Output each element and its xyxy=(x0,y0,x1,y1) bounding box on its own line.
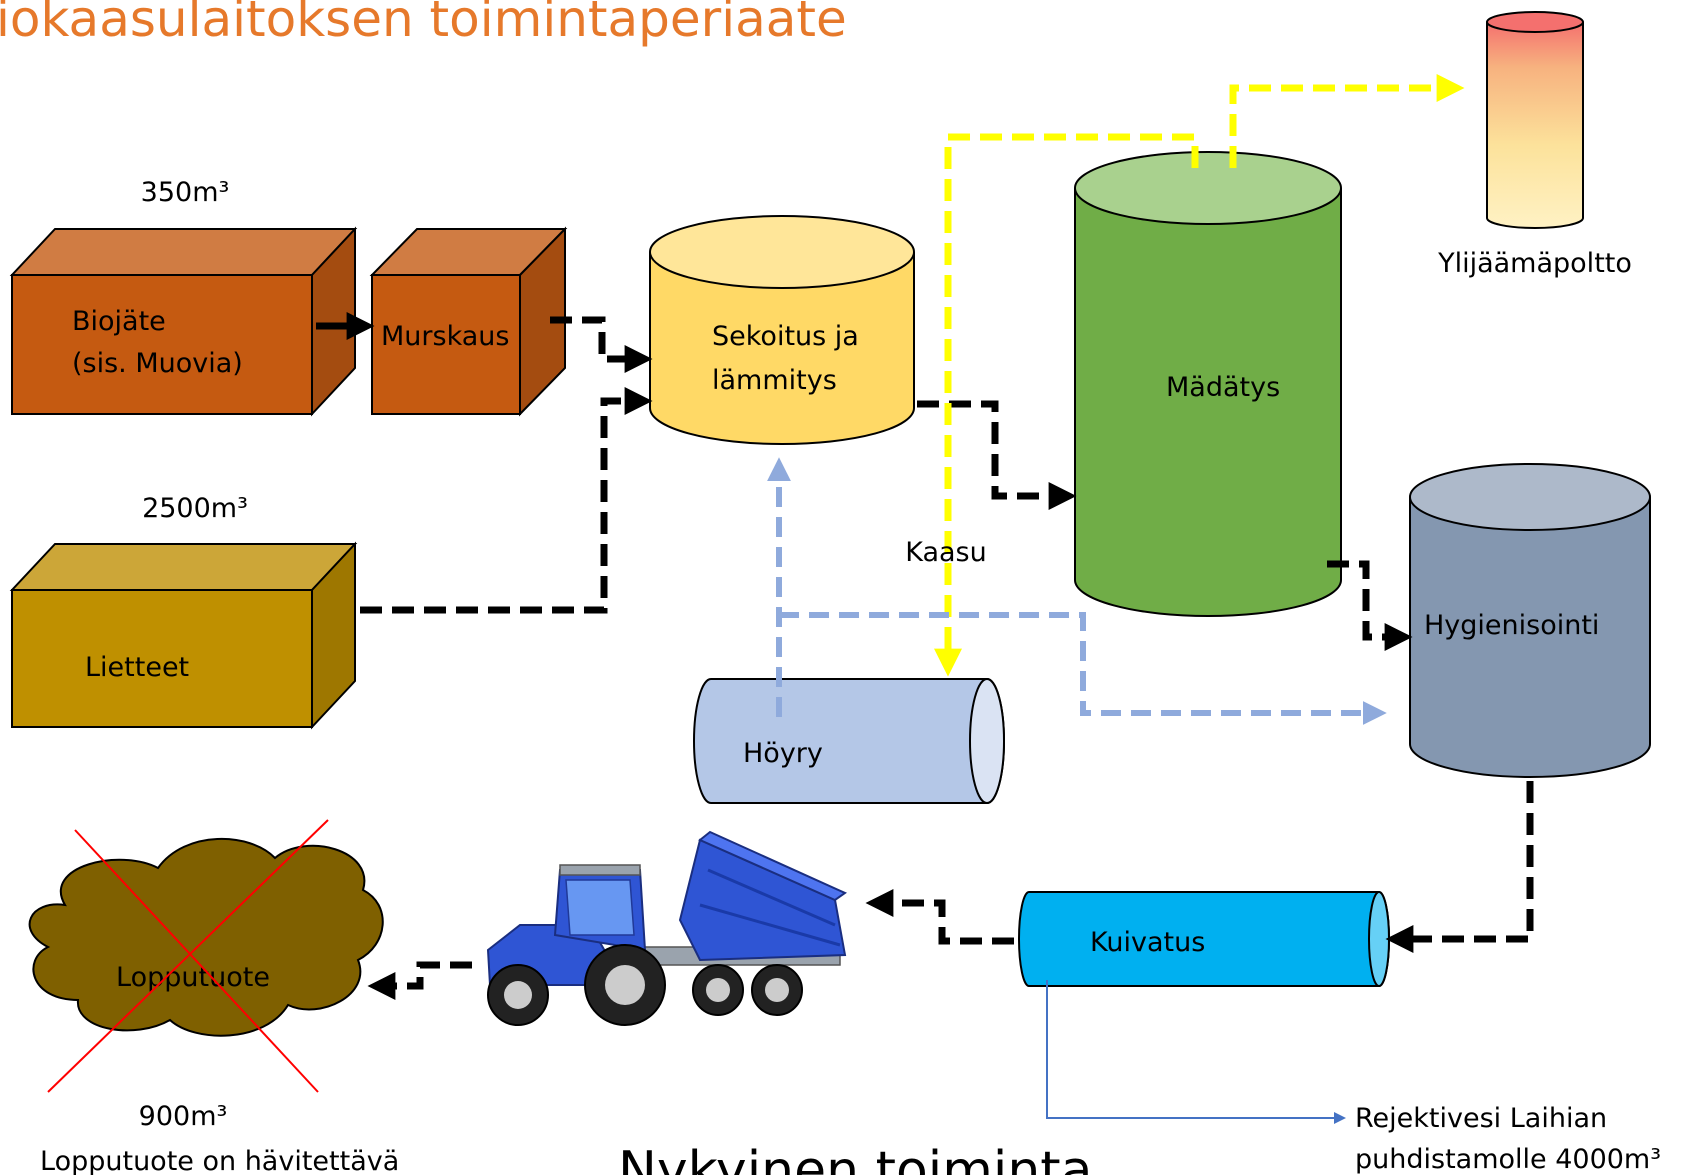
flow-tractor-lopputuote xyxy=(367,961,472,1000)
reject-water-line xyxy=(1046,980,1346,1124)
tractor-icon xyxy=(486,830,848,1026)
material-flow-arrows xyxy=(316,312,1534,1000)
cross-line-2 xyxy=(47,819,329,1093)
flare-label: Ylijäämäpoltto xyxy=(1437,248,1632,279)
biojate-box: Biojäte (sis. Muovia) xyxy=(9,226,358,417)
footer-caption: Nykyinen toiminta xyxy=(618,1141,1093,1175)
flow-madatys-hygienisointi xyxy=(1327,560,1413,651)
flare-stack: Ylijäämäpoltto xyxy=(1437,11,1632,279)
hoyry-tank: Höyry xyxy=(693,678,1005,804)
hoyry-label: Höyry xyxy=(743,738,823,769)
murskaus-label: Murskaus xyxy=(381,321,509,352)
flow-sekoitus-madatys xyxy=(917,400,1077,510)
lietteet-volume: 2500m³ xyxy=(142,493,248,524)
flow-kuivatus-tractor xyxy=(865,889,1014,945)
cross-line-1 xyxy=(74,829,319,1093)
kaasu-label: Kaasu xyxy=(905,537,987,568)
lietteet-box: Lietteet xyxy=(9,541,358,730)
hygienisointi-label: Hygienisointi xyxy=(1424,610,1599,641)
murskaus-box: Murskaus xyxy=(369,226,568,417)
biojate-label: Biojäte xyxy=(72,306,166,337)
flow-hygienisointi-kuivatus xyxy=(1385,781,1534,953)
lietteet-label: Lietteet xyxy=(85,652,189,683)
page-title: iokaasulaitoksen toimintaperiaate xyxy=(0,0,847,48)
lopputuote-volume: 900m³ xyxy=(139,1101,228,1132)
kuivatus-tank: Kuivatus xyxy=(1018,891,1390,987)
gas-to-hoyry xyxy=(934,133,1199,677)
gas-to-flare xyxy=(1229,74,1465,168)
rejektivesi-sublabel: puhdistamolle 4000m³ xyxy=(1355,1144,1661,1175)
biojate-sublabel: (sis. Muovia) xyxy=(72,348,243,379)
gas-flow-arrows xyxy=(934,74,1465,677)
flow-murskaus-sekoitus xyxy=(550,316,653,373)
sekoitus-tank: Sekoitus ja lämmitys xyxy=(649,215,915,445)
steam-flow-arrows xyxy=(767,457,1387,725)
biojate-volume: 350m³ xyxy=(141,177,230,208)
sekoitus-sublabel: lämmitys xyxy=(712,365,837,396)
madatys-tank: Mädätys xyxy=(1074,151,1342,617)
madatys-label: Mädätys xyxy=(1166,372,1280,403)
steam-to-hygienisointi xyxy=(779,612,1387,725)
lopputuote-label: Lopputuote xyxy=(116,962,270,993)
lopputuote-cloud: Lopputuote xyxy=(28,819,384,1093)
kuivatus-label: Kuivatus xyxy=(1090,927,1205,958)
lopputuote-note: Lopputuote on hävitettävä xyxy=(40,1146,399,1175)
flow-lietteet-sekoitus xyxy=(360,387,653,614)
rejektivesi-label: Rejektivesi Laihian xyxy=(1355,1103,1607,1134)
sekoitus-label: Sekoitus ja xyxy=(712,321,859,352)
hygienisointi-tank: Hygienisointi xyxy=(1409,463,1651,778)
